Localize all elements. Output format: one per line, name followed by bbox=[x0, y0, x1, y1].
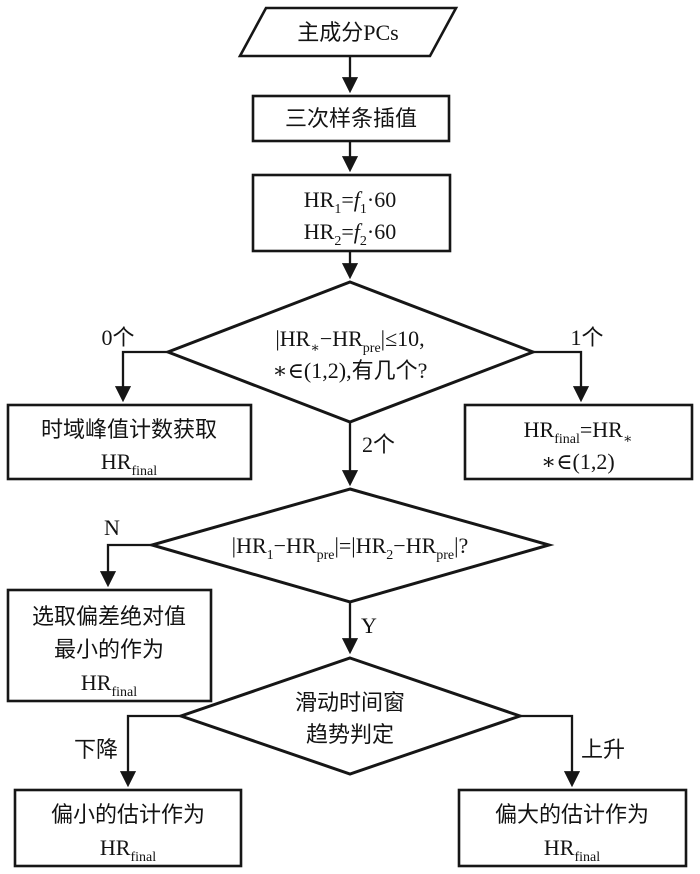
count-decision-line2: ∗∈(1,2),有几个? bbox=[273, 358, 428, 383]
min-abs-line1: 选取偏差绝对值 bbox=[32, 604, 186, 629]
peak-count-box bbox=[6, 403, 253, 481]
hrcalc-line1: HR1=f1·60 bbox=[304, 187, 396, 217]
min-abs-line2: 最小的作为 bbox=[54, 637, 164, 662]
peak-count-line1: 时域峰值计数获取 bbox=[41, 417, 217, 442]
edge-equal-no bbox=[99, 543, 152, 588]
single-estimate-box bbox=[463, 403, 694, 481]
larger-estimate-line1: 偏大的估计作为 bbox=[495, 802, 649, 827]
larger-estimate-line2: HRfinal bbox=[544, 835, 600, 865]
branch-label-two: 2个 bbox=[362, 432, 395, 457]
branch-label-yes: Y bbox=[361, 613, 377, 638]
spline-label: 三次样条插值 bbox=[285, 106, 417, 131]
edge-trend-down bbox=[119, 714, 181, 788]
count-decision-line1: |HR∗−HRpre|≤10, bbox=[275, 326, 424, 356]
larger-estimate-box bbox=[457, 788, 688, 868]
branch-label-one: 1个 bbox=[570, 325, 603, 350]
edge-count-one bbox=[533, 350, 590, 403]
branch-label-no: N bbox=[104, 515, 120, 540]
min-abs-box bbox=[6, 588, 213, 703]
peak-count-line2: HRfinal bbox=[101, 449, 157, 479]
branch-label-down: 下降 bbox=[74, 737, 118, 762]
edge-trend-up bbox=[520, 714, 581, 788]
branch-label-zero: 0个 bbox=[101, 325, 134, 350]
smaller-estimate-line2: HRfinal bbox=[100, 835, 156, 865]
hrcalc-box bbox=[251, 173, 452, 253]
pcs-parallelogram bbox=[237, 6, 459, 58]
pcs-label: 主成分PCs bbox=[297, 20, 398, 45]
trend-decision-diamond bbox=[176, 656, 525, 776]
smaller-estimate-line1: 偏小的估计作为 bbox=[51, 802, 205, 827]
single-estimate-line1: HRfinal=HR∗ bbox=[524, 417, 633, 447]
count-decision-diamond bbox=[163, 280, 538, 424]
single-estimate-line2: ∗∈(1,2) bbox=[541, 449, 614, 474]
hrcalc-line2: HR2=f2·60 bbox=[304, 219, 396, 249]
trend-decision-line2: 趋势判定 bbox=[306, 722, 394, 747]
equal-decision-label: |HR1−HRpre|=|HR2−HRpre|? bbox=[232, 533, 469, 563]
branch-label-up: 上升 bbox=[581, 737, 625, 762]
min-abs-line3: HRfinal bbox=[81, 670, 137, 700]
smaller-estimate-box bbox=[13, 788, 243, 868]
spline-box bbox=[251, 94, 451, 143]
trend-decision-line1: 滑动时间窗 bbox=[295, 690, 405, 715]
edge-count-zero bbox=[114, 350, 168, 403]
